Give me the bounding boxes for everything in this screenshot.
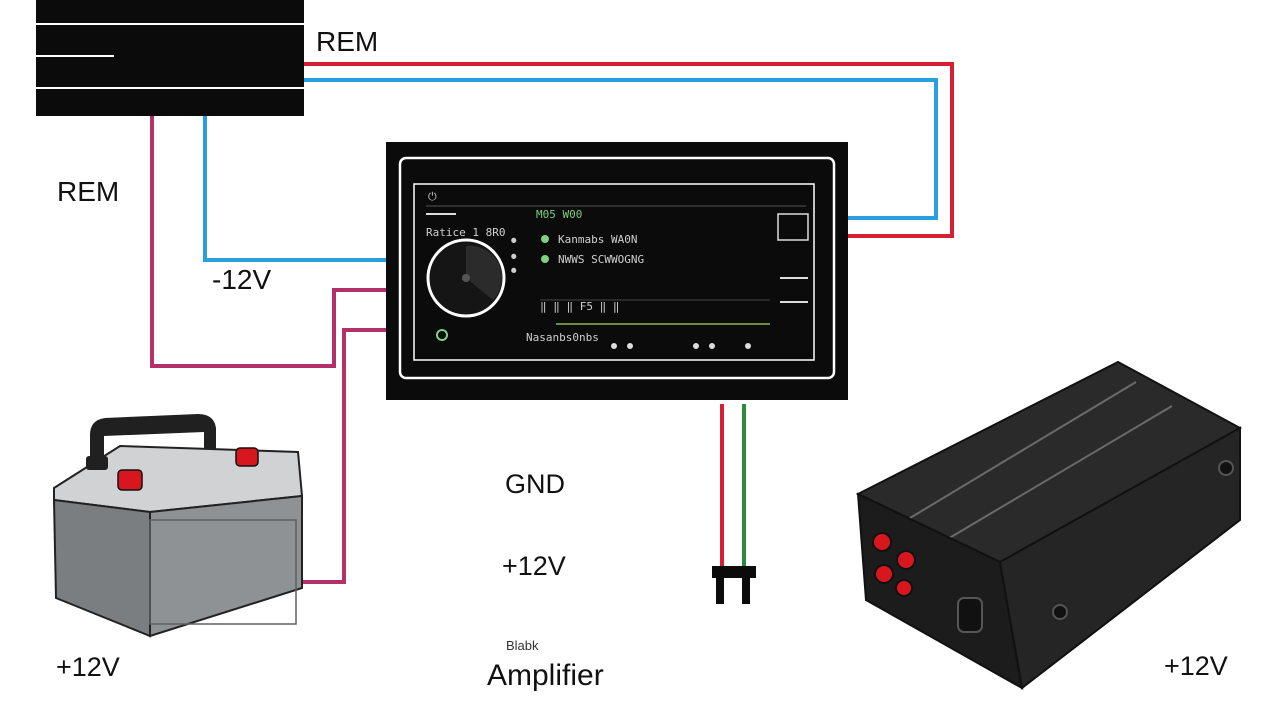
rem-top-label: REM [316,26,379,57]
svg-text:⏺: ⏺ [511,250,517,263]
svg-text:⏺: ⏺ [511,264,517,277]
plus-12v-amp-label: +12V [1164,651,1228,681]
head-unit-eq: ‖ ‖ ‖ F5 ‖ ‖ [540,300,619,313]
plus-12v-center-label: +12V [502,551,566,581]
plus-12v-battery-label: +12V [56,652,120,682]
head-unit-line2: NWWS SCWWOGNG [558,253,644,266]
magenta-wire-left [150,116,414,368]
rem-left-label: REM [57,176,120,207]
blue-wire-left [203,116,414,262]
top-left-block [36,0,304,116]
head-unit-line1: Kanmabs WA0N [558,233,637,246]
amplifier-label: Amplifier [487,659,604,692]
gnd-label: GND [505,469,565,499]
small-caption-label: Blabk [506,638,539,653]
blue-wire-top [304,78,938,220]
head-unit-bottom: Nasanbs0nbs [526,331,599,344]
wire-connector [712,566,756,604]
minus-12v-label: -12V [212,264,272,295]
battery [52,414,304,638]
head-unit-icon-text: ⏻ [428,190,437,203]
head-unit-brand: Ratice 1 8R0 [426,226,505,239]
red-wire-top [304,62,954,238]
head-unit: ⏻ Ratice 1 8R0 M05 W00 Kanmabs WA0N NWWS… [386,142,848,400]
amplifier [855,360,1243,690]
svg-text:⏺: ⏺ [511,234,517,247]
head-unit-mode: M05 W00 [536,208,582,221]
